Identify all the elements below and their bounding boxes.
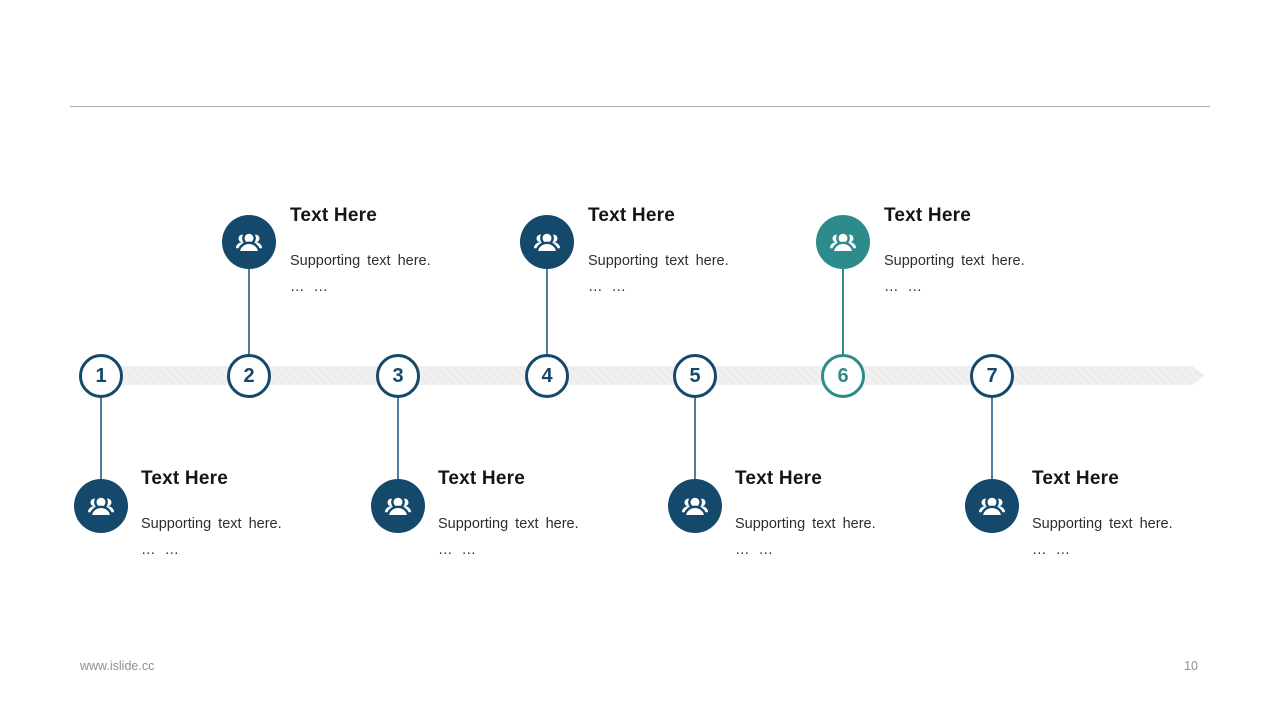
- node-number: 2: [243, 365, 255, 387]
- users-icon: [520, 215, 574, 269]
- item-title: Text Here: [588, 205, 675, 226]
- item-title: Text Here: [735, 468, 822, 489]
- item-supporting-text: Supporting text here.: [735, 515, 876, 532]
- item-text-block: Text Here Supporting text here. … …: [438, 468, 676, 559]
- node-number: 7: [986, 365, 998, 387]
- item-ellipsis: … …: [588, 278, 628, 295]
- footer-page-number: 10: [1184, 659, 1198, 673]
- connector-line: [546, 268, 548, 356]
- timeline-node-4: 4: [525, 354, 569, 398]
- node-number: 4: [541, 365, 553, 387]
- item-ellipsis: … …: [1032, 541, 1072, 558]
- item-text-block: Text Here Supporting text here. … …: [884, 205, 1122, 296]
- item-ellipsis: … …: [735, 541, 775, 558]
- timeline-node-1: 1: [79, 354, 123, 398]
- timeline-node-3: 3: [376, 354, 420, 398]
- item-supporting-text: Supporting text here.: [290, 252, 431, 269]
- item-title: Text Here: [1032, 468, 1119, 489]
- item-ellipsis: … …: [141, 541, 181, 558]
- item-text-block: Text Here Supporting text here. … …: [1032, 468, 1270, 559]
- node-number: 5: [689, 365, 701, 387]
- timeline-node-2: 2: [227, 354, 271, 398]
- timeline-node-7: 7: [970, 354, 1014, 398]
- connector-line: [397, 397, 399, 481]
- item-text-block: Text Here Supporting text here. … …: [588, 205, 826, 296]
- item-supporting-text: Supporting text here.: [438, 515, 579, 532]
- item-supporting-text: Supporting text here.: [588, 252, 729, 269]
- connector-line: [248, 268, 250, 356]
- item-title: Text Here: [438, 468, 525, 489]
- item-title: Text Here: [884, 205, 971, 226]
- users-icon: [668, 479, 722, 533]
- footer-website: www.islide.cc: [80, 659, 155, 673]
- timeline-node-5: 5: [673, 354, 717, 398]
- connector-line: [842, 268, 844, 356]
- users-icon: [371, 479, 425, 533]
- connector-line: [100, 397, 102, 481]
- item-ellipsis: … …: [438, 541, 478, 558]
- item-supporting-text: Supporting text here.: [1032, 515, 1173, 532]
- timeline-node-6: 6: [821, 354, 865, 398]
- item-text-block: Text Here Supporting text here. … …: [735, 468, 973, 559]
- node-number: 3: [392, 365, 404, 387]
- item-ellipsis: … …: [290, 278, 330, 295]
- item-ellipsis: … …: [884, 278, 924, 295]
- connector-line: [991, 397, 993, 481]
- users-icon: [816, 215, 870, 269]
- item-supporting-text: Supporting text here.: [884, 252, 1025, 269]
- connector-line: [694, 397, 696, 481]
- users-icon: [74, 479, 128, 533]
- item-supporting-text: Supporting text here.: [141, 515, 282, 532]
- node-number: 6: [837, 365, 849, 387]
- users-icon: [222, 215, 276, 269]
- header-divider-line: [70, 106, 1210, 107]
- item-title: Text Here: [141, 468, 228, 489]
- node-number: 1: [95, 365, 107, 387]
- item-title: Text Here: [290, 205, 377, 226]
- item-text-block: Text Here Supporting text here. … …: [290, 205, 528, 296]
- users-icon: [965, 479, 1019, 533]
- item-text-block: Text Here Supporting text here. … …: [141, 468, 379, 559]
